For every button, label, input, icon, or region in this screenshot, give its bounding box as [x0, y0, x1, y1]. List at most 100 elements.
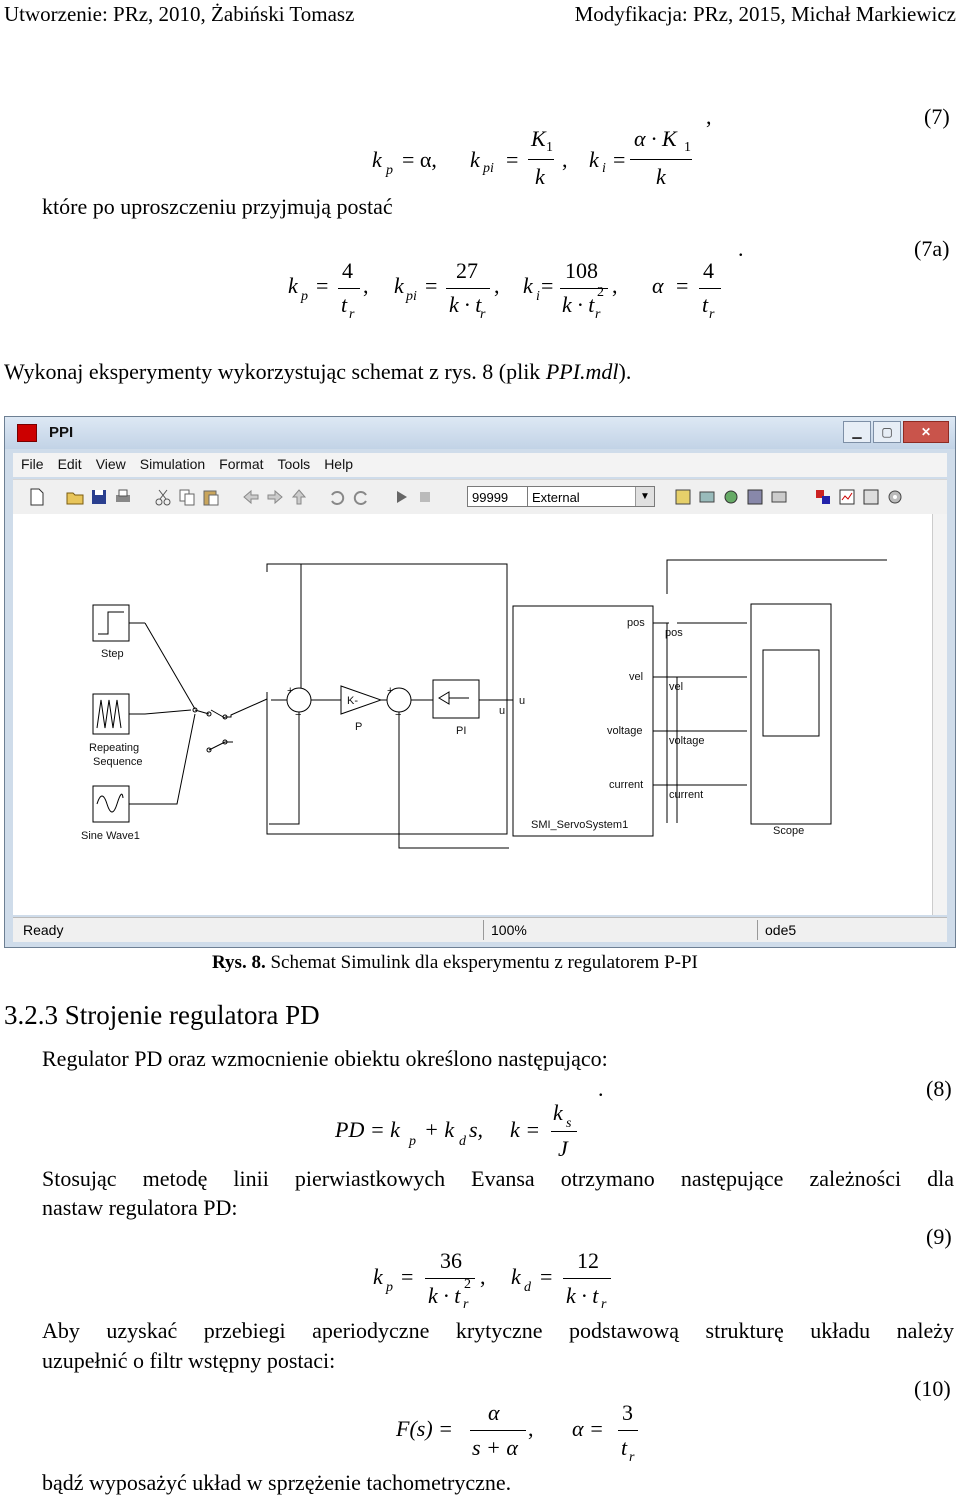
- scope-vel-label: vel: [669, 681, 683, 693]
- debugger-icon[interactable]: [861, 487, 881, 507]
- model-canvas[interactable]: Step Repeating Sequence Sine Wave1 K- P …: [13, 514, 945, 915]
- eq7a-dot: .: [738, 236, 744, 261]
- stop-icon[interactable]: [415, 487, 435, 507]
- scope-block[interactable]: [750, 603, 832, 825]
- status-bar: Ready 100% ode5: [13, 917, 947, 942]
- new-file-icon[interactable]: [27, 487, 47, 507]
- menu-help[interactable]: Help: [324, 456, 353, 472]
- close-button[interactable]: ✕: [903, 421, 949, 443]
- toolbar: 99999 External▼: [13, 479, 947, 515]
- connect-icon[interactable]: [697, 487, 717, 507]
- eq7a-ki-den: k · t: [562, 292, 595, 317]
- paste-icon[interactable]: [201, 487, 221, 507]
- eq9-kp-den: k · t: [428, 1283, 461, 1308]
- eq7-ki-num-sub: 1: [684, 140, 691, 155]
- update-icon[interactable]: [721, 487, 741, 507]
- cut-icon[interactable]: [153, 487, 173, 507]
- menu-bar: File Edit View Simulation Format Tools Help: [13, 453, 947, 477]
- eq7-kpi-num-sub: 1: [546, 140, 553, 155]
- eq8-k-eq: k =: [510, 1117, 541, 1142]
- sum2-minus: −: [395, 709, 401, 721]
- simulation-mode-select[interactable]: External▼: [527, 486, 655, 507]
- eq7a-alpha-den: t: [702, 292, 709, 317]
- settings-gear-icon[interactable]: [885, 487, 905, 507]
- text-pd: Regulator PD oraz wzmocnienie obiektu ok…: [42, 1046, 608, 1071]
- explorer-icon[interactable]: [837, 487, 857, 507]
- eq7-kpi-num: K: [531, 126, 546, 151]
- print-icon[interactable]: [113, 487, 133, 507]
- eq7-number: (7): [924, 104, 950, 129]
- eq7a-den-sub-3: r: [595, 307, 601, 322]
- redo-icon[interactable]: [351, 487, 371, 507]
- eq7-ki-sub: i: [602, 161, 606, 176]
- text-evans-2: nastaw regulatora PD:: [42, 1195, 238, 1220]
- eq9-kd-num: 12: [577, 1248, 599, 1273]
- forward-arrow-icon[interactable]: [265, 487, 285, 507]
- step-block[interactable]: [92, 604, 130, 642]
- eq10-fs: F(s) =: [396, 1416, 453, 1441]
- back-arrow-icon[interactable]: [241, 487, 261, 507]
- eq9-den-sub-1: r: [463, 1297, 469, 1312]
- status-solver: ode5: [765, 922, 797, 938]
- eq9-p-sub: p: [386, 1280, 393, 1295]
- sine-wave-block[interactable]: [92, 785, 130, 823]
- eq9-den-sup: 2: [464, 1277, 471, 1292]
- model-browser-icon[interactable]: [745, 487, 765, 507]
- eq7-trail: ,: [706, 104, 712, 129]
- status-zoom: 100%: [491, 922, 527, 938]
- repeating-label-1: Repeating: [89, 742, 139, 754]
- servo-system-block[interactable]: [512, 605, 654, 837]
- menu-simulation[interactable]: Simulation: [139, 456, 206, 472]
- menu-tools[interactable]: Tools: [277, 456, 311, 472]
- maximize-button[interactable]: ▢: [873, 421, 901, 443]
- section-title: 3.2.3 Strojenie regulatora PD: [4, 1000, 320, 1030]
- gain-value: K-: [347, 695, 358, 707]
- build-icon[interactable]: [673, 487, 693, 507]
- menu-view[interactable]: View: [95, 456, 126, 472]
- text-aby: Aby uzyskać przebiegi aperiodyczne kryty…: [42, 1318, 954, 1343]
- eq8-dot: .: [598, 1076, 604, 1101]
- open-folder-icon[interactable]: [65, 487, 85, 507]
- library-browser-icon[interactable]: [813, 487, 833, 507]
- eq7-kpi: k: [470, 147, 480, 172]
- eq7-kpi-sub: pi: [483, 161, 494, 176]
- vertical-scrollbar[interactable]: [932, 514, 947, 915]
- text-last: bądź wyposażyć układ w sprzężenie tachom…: [42, 1470, 512, 1495]
- sum1-plus: +: [287, 685, 293, 697]
- scope-label: Scope: [773, 825, 804, 837]
- eq7-ki-den: k: [656, 164, 666, 189]
- up-arrow-icon[interactable]: [289, 487, 309, 507]
- eq8-d-sub: d: [459, 1134, 466, 1149]
- gain-p-block[interactable]: [340, 685, 383, 715]
- eq8-s-sub: s: [566, 1116, 572, 1131]
- eq10-a-num: 3: [622, 1400, 633, 1425]
- gain-label: P: [355, 721, 362, 733]
- header-left: Utworzenie: PRz, 2010, Żabiński Tomasz: [4, 2, 355, 26]
- menu-file[interactable]: File: [21, 456, 44, 472]
- header-right: Modyfikacja: PRz, 2015, Michał Markiewic…: [574, 2, 956, 26]
- eq8-plus-kd: + k: [424, 1117, 455, 1142]
- eq7a-kpi-num: 27: [456, 258, 478, 283]
- stop-time-field[interactable]: 99999: [467, 486, 543, 507]
- menu-format[interactable]: Format: [219, 456, 264, 472]
- pi-subsystem-block[interactable]: [432, 679, 480, 719]
- text-after-eq7: które po uproszczeniu przyjmują postać: [42, 194, 393, 219]
- servo-current-label: current: [609, 779, 643, 791]
- eq7a-kpi-den: k · t: [449, 292, 482, 317]
- undo-icon[interactable]: [327, 487, 347, 507]
- play-icon[interactable]: [391, 487, 411, 507]
- eq10-alpha: α =: [572, 1416, 604, 1441]
- menu-edit[interactable]: Edit: [57, 456, 82, 472]
- eq8-p-sub: p: [409, 1134, 416, 1149]
- scope-current-label: current: [669, 789, 703, 801]
- save-icon[interactable]: [89, 487, 109, 507]
- debug-icon[interactable]: [769, 487, 789, 507]
- copy-icon[interactable]: [177, 487, 197, 507]
- minimize-button[interactable]: ▁: [843, 421, 871, 443]
- chevron-down-icon: ▼: [635, 487, 654, 506]
- status-ready: Ready: [23, 922, 64, 938]
- title-bar: PPI ▁ ▢ ✕: [5, 417, 955, 449]
- window-title: PPI: [49, 424, 74, 441]
- eq8-pd: PD = k: [335, 1117, 400, 1142]
- eq7-ki: k: [589, 147, 599, 172]
